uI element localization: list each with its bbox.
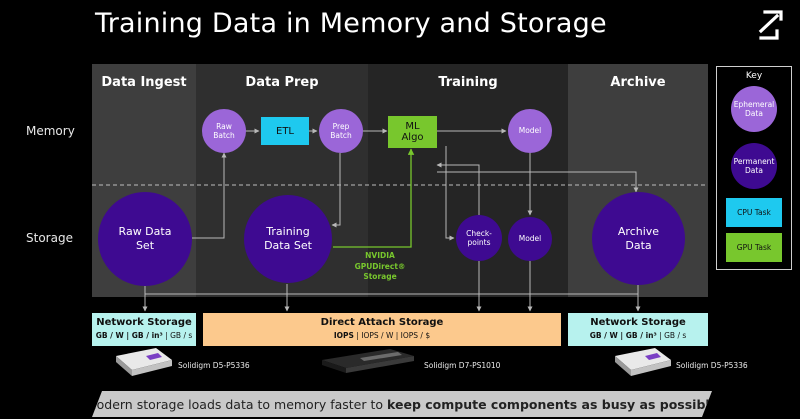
key-cpu-label: CPU Task bbox=[737, 208, 771, 217]
drive-left-label: Solidigm D5-P5336 bbox=[178, 361, 250, 370]
checkpoints-node: Check- points bbox=[456, 215, 502, 261]
model-storage-node: Model bbox=[508, 217, 552, 261]
ml-algo-node: ML Algo bbox=[388, 116, 437, 148]
prep-batch-node: Prep Batch bbox=[319, 109, 363, 153]
ml-algo-label: ML Algo bbox=[401, 121, 424, 143]
network-storage-left-metrics: GB / W | GB / in³ | GB / s bbox=[92, 331, 196, 340]
direct-attach-storage: Direct Attach Storage IOPS | IOPS / W | … bbox=[203, 313, 561, 346]
model-memory-label: Model bbox=[518, 126, 542, 136]
key-ephemeral: Ephemeral Data bbox=[731, 86, 777, 132]
key-title: Key bbox=[745, 71, 763, 81]
row-label-memory: Memory bbox=[26, 124, 75, 138]
key-gpu-task: GPU Task bbox=[726, 233, 782, 262]
checkpoints-label: Check- points bbox=[466, 228, 492, 247]
direct-attach-storage-metrics-bold: IOPS bbox=[333, 331, 354, 340]
solidigm-logo-icon bbox=[758, 10, 783, 40]
raw-data-set-node: Raw Data Set bbox=[98, 192, 192, 286]
gpudirect-path bbox=[333, 148, 415, 248]
key-ephemeral-label: Ephemeral Data bbox=[733, 99, 775, 118]
network-storage-left-title: Network Storage bbox=[96, 317, 192, 328]
network-storage-left-metrics-bold: GB / W | GB / in³ bbox=[95, 331, 163, 340]
network-storage-right-metrics-bold: GB / W | GB / in³ bbox=[589, 331, 657, 340]
network-storage-right-title: Network Storage bbox=[590, 317, 686, 328]
drive-right-label: Solidigm D5-P5336 bbox=[676, 361, 748, 370]
etl-node: ETL bbox=[261, 117, 309, 145]
data-flow-arrows bbox=[142, 128, 641, 312]
direct-attach-storage-title: Direct Attach Storage bbox=[320, 317, 444, 328]
key-permanent-label: Permanent Data bbox=[733, 156, 775, 175]
page-title: Training Data in Memory and Storage bbox=[95, 8, 607, 39]
ssd-drive-center-icon bbox=[322, 349, 414, 373]
gpudirect-line2: GPUDirect® Storage bbox=[354, 261, 406, 282]
gpudirect-label: NVIDIA GPUDirect® Storage bbox=[337, 251, 423, 283]
key-permanent: Permanent Data bbox=[731, 143, 777, 189]
network-storage-left-metrics-rest: | GB / s bbox=[162, 331, 193, 340]
raw-batch-node: Raw Batch bbox=[202, 109, 246, 153]
prep-batch-label: Prep Batch bbox=[330, 121, 352, 140]
stage-training-header: Training bbox=[438, 75, 498, 90]
row-label-storage: Storage bbox=[26, 231, 73, 245]
direct-attach-storage-metrics-rest: | IOPS / W | IOPS / $ bbox=[353, 331, 431, 340]
stage-ingest-header: Data Ingest bbox=[101, 75, 187, 90]
archive-data-node: Archive Data bbox=[592, 192, 685, 285]
raw-data-set-label: Raw Data Set bbox=[118, 225, 172, 252]
ssd-drive-right-icon bbox=[615, 348, 671, 376]
model-memory-node: Model bbox=[508, 109, 552, 153]
summary-banner: Modern storage loads data to memory fast… bbox=[92, 391, 712, 417]
network-storage-right-metrics: GB / W | GB / in³ | GB / s bbox=[568, 331, 708, 340]
network-storage-left: Network Storage GB / W | GB / in³ | GB /… bbox=[92, 313, 196, 346]
ssd-drive-left-icon bbox=[116, 348, 172, 376]
etl-label: ETL bbox=[276, 125, 294, 137]
archive-data-label: Archive Data bbox=[617, 224, 660, 252]
model-storage-label: Model bbox=[518, 234, 542, 244]
training-data-set-label: Training Data Set bbox=[264, 225, 312, 252]
key-legend: Key Ephemeral Data Permanent Data CPU Ta… bbox=[716, 66, 792, 270]
drive-center-label: Solidigm D7-PS1010 bbox=[424, 361, 501, 370]
training-data-set-node: Training Data Set bbox=[244, 195, 332, 283]
stage-prep-header: Data Prep bbox=[245, 75, 319, 90]
stage-archive-header: Archive bbox=[610, 75, 666, 90]
direct-attach-storage-metrics: IOPS | IOPS / W | IOPS / $ bbox=[203, 331, 561, 340]
banner-emphasis: keep compute components as busy as possi… bbox=[387, 396, 719, 412]
raw-batch-label: Raw Batch bbox=[213, 121, 235, 140]
network-storage-right-metrics-rest: | GB / s bbox=[656, 331, 687, 340]
key-cpu-task: CPU Task bbox=[726, 198, 782, 227]
banner-text: Modern storage loads data to memory fast… bbox=[85, 396, 388, 412]
network-storage-right: Network Storage GB / W | GB / in³ | GB /… bbox=[568, 313, 708, 346]
key-gpu-label: GPU Task bbox=[736, 243, 772, 252]
gpudirect-line1: NVIDIA bbox=[365, 251, 395, 260]
